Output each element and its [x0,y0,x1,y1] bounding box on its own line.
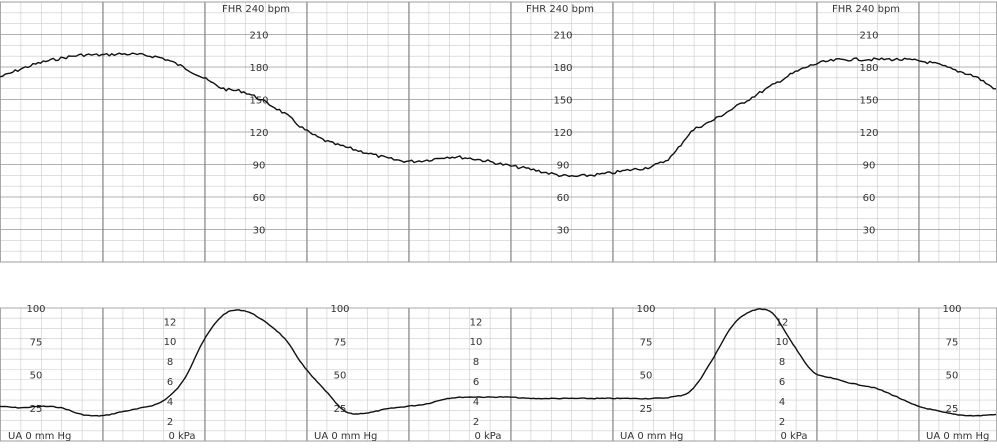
ua-panel: 100 75 50 25 100 75 50 25 100 75 50 25 100 75 50 25 12 10… [0,304,997,442]
ua-mmhg-base-label: UA 0 mm Hg [314,431,377,442]
fhr-tick-label: 30 [557,226,570,237]
fhr-tick-label: 90 [253,161,266,172]
ua-kpa-tick-label: 6 [473,377,479,388]
ua-kpa-tick-label: 12 [776,317,789,328]
ua-kpa-tick-label: 2 [473,417,479,428]
ua-scale-labels: 100 75 50 25 100 75 50 25 100 75 50 25 100 75 50 25 12 10… [8,304,989,442]
ua-kpa-tick-label: 4 [473,397,479,408]
fhr-scale-title: FHR 240 bpm [526,4,594,15]
fhr-tick-label: 120 [553,128,572,139]
ua-mmhg-tick-label: 100 [330,304,349,315]
ua-mmhg-tick-label: 75 [30,337,43,348]
ua-kpa-tick-label: 10 [470,337,483,348]
ua-mmhg-tick-label: 100 [942,304,961,315]
ua-mmhg-tick-label: 25 [946,404,959,415]
fhr-grid [0,1,997,263]
fhr-tick-label: 150 [553,96,572,107]
fhr-tick-label: 90 [557,161,570,172]
fhr-tick-label: 120 [249,128,268,139]
ua-kpa-tick-label: 8 [473,357,479,368]
fhr-tick-label: 30 [863,226,876,237]
ua-kpa-tick-label: 12 [164,317,177,328]
ua-mmhg-tick-label: 50 [30,371,43,382]
ua-kpa-tick-label: 8 [779,357,785,368]
ua-mmhg-tick-label: 75 [334,337,347,348]
fhr-tick-label: 120 [859,128,878,139]
ua-mmhg-tick-label: 50 [334,371,347,382]
fhr-tick-label: 30 [253,226,266,237]
fhr-scale-title: FHR 240 bpm [222,4,290,15]
ua-mmhg-tick-label: 50 [946,371,959,382]
ua-mmhg-tick-label: 75 [640,337,653,348]
fhr-tick-label: 150 [859,96,878,107]
fhr-trace [0,52,997,178]
fhr-tick-label: 150 [249,96,268,107]
fhr-tick-label: 60 [557,193,570,204]
ua-mmhg-tick-label: 25 [30,404,43,415]
fhr-scale-labels: FHR 240 bpm 210 180 150 120 90 60 30 FHR 240 bpm… [222,4,900,237]
fhr-panel: FHR 240 bpm 210 180 150 120 90 60 30 FHR 240 bpm… [0,1,997,263]
ua-kpa-tick-label: 2 [779,417,785,428]
fhr-tick-label: 180 [553,63,572,74]
ua-kpa-tick-label: 10 [776,337,789,348]
ua-kpa-base-label: 0 kPa [168,431,195,442]
ua-mmhg-base-label: UA 0 mm Hg [620,431,683,442]
ua-mmhg-base-label: UA 0 mm Hg [926,431,989,442]
ua-kpa-tick-label: 8 [167,357,173,368]
ua-kpa-base-label: 0 kPa [474,431,501,442]
ua-kpa-tick-label: 4 [779,397,785,408]
ua-kpa-tick-label: 12 [470,317,483,328]
fhr-tick-label: 180 [859,63,878,74]
fhr-tick-label: 210 [249,31,268,42]
fhr-tick-label: 210 [859,31,878,42]
ua-kpa-tick-label: 4 [167,397,173,408]
fhr-tick-label: 210 [553,31,572,42]
ua-kpa-tick-label: 6 [167,377,173,388]
ua-kpa-base-label: 0 kPa [780,431,807,442]
ua-trace [0,308,997,417]
ua-mmhg-tick-label: 25 [640,404,653,415]
ua-mmhg-tick-label: 25 [334,404,347,415]
fhr-tick-label: 60 [253,193,266,204]
ua-kpa-tick-label: 10 [164,337,177,348]
ua-mmhg-tick-label: 75 [946,337,959,348]
ua-mmhg-base-label: UA 0 mm Hg [8,431,71,442]
ua-mmhg-tick-label: 100 [26,304,45,315]
ua-mmhg-tick-label: 100 [636,304,655,315]
ua-kpa-tick-label: 2 [167,417,173,428]
ua-grid [0,307,997,442]
fhr-scale-title: FHR 240 bpm [832,4,900,15]
ua-mmhg-tick-label: 50 [640,371,653,382]
ua-kpa-tick-label: 6 [779,377,785,388]
fhr-tick-label: 60 [863,193,876,204]
fhr-tick-label: 180 [249,63,268,74]
fhr-tick-label: 90 [863,161,876,172]
